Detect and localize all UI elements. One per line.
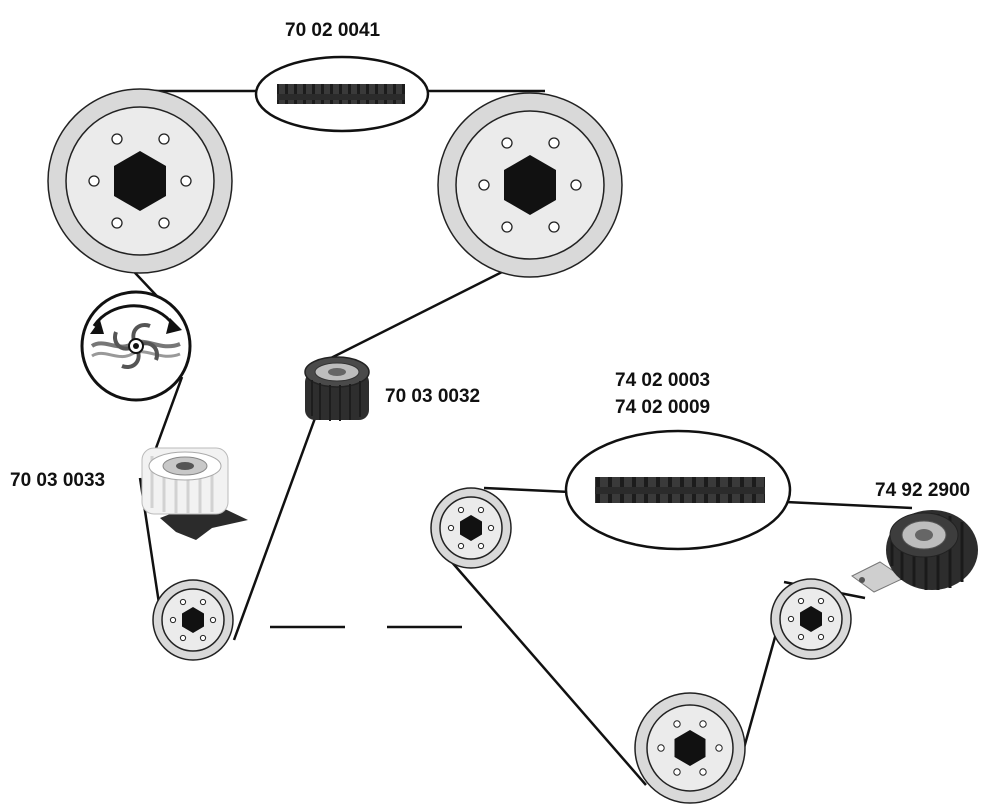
hex-hub-icon [114, 151, 166, 211]
aux-drive-pulley [430, 487, 512, 569]
hex-hub-icon [460, 515, 482, 541]
label-idler-pulley: 70 03 0032 [385, 386, 481, 407]
aux-tensioner-icon [851, 510, 978, 593]
aux-pulley-right [770, 578, 852, 660]
label-aux-belt-1: 74 02 0003 [615, 370, 711, 391]
camshaft-pulley-right [437, 92, 623, 278]
aux-belt-callout [564, 429, 792, 551]
main-belt-callout [254, 55, 430, 133]
aux-pulley-bottom [634, 692, 746, 804]
hex-hub-icon [800, 606, 822, 632]
aux-belt-icon [595, 477, 765, 503]
main-belt-icon [277, 84, 405, 104]
hex-hub-icon [674, 730, 706, 766]
tensioner-icon [141, 447, 248, 540]
hex-hub-icon [504, 155, 556, 215]
idler-pulley-icon [304, 356, 370, 421]
water-pump-icon [80, 290, 192, 402]
label-tensioner: 70 03 0033 [10, 470, 106, 491]
label-aux-belt-2: 74 02 0009 [615, 397, 711, 418]
label-main-belt: 70 02 0041 [285, 20, 381, 41]
crankshaft-pulley [152, 579, 234, 661]
label-aux-tensioner: 74 92 2900 [875, 480, 971, 501]
hex-hub-icon [182, 607, 204, 633]
camshaft-pulley-left [47, 88, 233, 274]
